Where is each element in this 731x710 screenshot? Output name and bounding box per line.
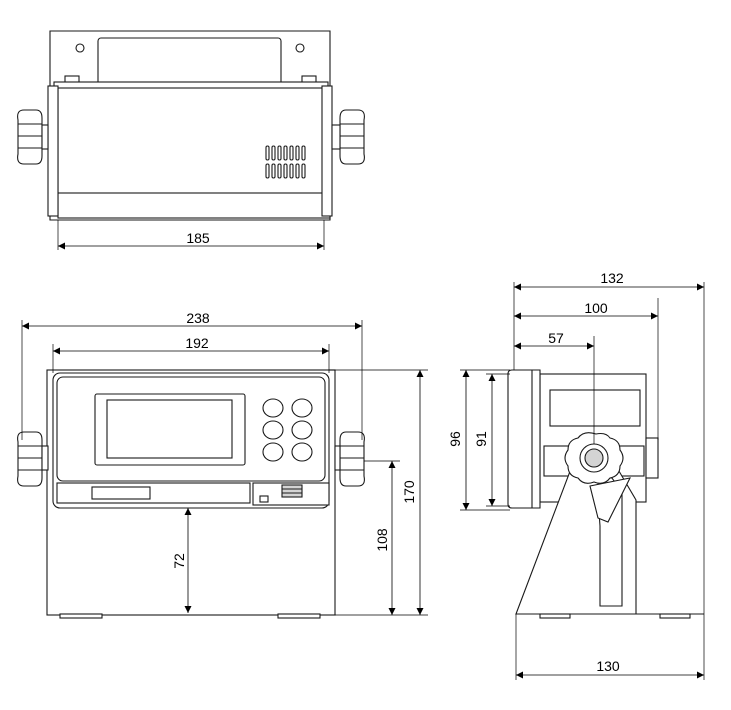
key-1 xyxy=(262,398,284,418)
dim-side-depth-57: 57 xyxy=(514,330,595,444)
vent-slot xyxy=(295,145,300,161)
side-view xyxy=(507,369,704,619)
vent-slot xyxy=(265,145,270,161)
dim-text-185: 185 xyxy=(186,230,210,246)
dim-front-knob-height: 108 xyxy=(335,460,400,616)
dim-side-depth-100: 100 xyxy=(514,298,659,440)
dim-side-base-depth: 130 xyxy=(515,614,705,680)
top-vent-grille xyxy=(265,145,306,179)
dim-text-91: 91 xyxy=(473,431,489,447)
vent-slot xyxy=(271,163,276,179)
vent-slot xyxy=(301,163,306,179)
front-foot-left xyxy=(59,613,103,619)
vent-slot xyxy=(277,163,282,179)
dim-text-238: 238 xyxy=(186,310,210,326)
front-led xyxy=(259,495,269,503)
key-6 xyxy=(291,442,313,462)
dim-text-96: 96 xyxy=(447,431,463,447)
vent-slot xyxy=(283,145,288,161)
top-housing xyxy=(57,85,325,195)
side-front-bezel xyxy=(507,369,541,509)
front-lower-strip xyxy=(56,482,251,504)
top-mount-hole-left xyxy=(75,43,85,53)
side-knob xyxy=(564,432,624,484)
dim-text-100: 100 xyxy=(584,300,608,316)
vent-slot xyxy=(289,145,294,161)
top-side-arm-left xyxy=(47,85,59,217)
vent-slot xyxy=(277,145,282,161)
vent-slot xyxy=(289,163,294,179)
front-port-grille xyxy=(281,484,303,498)
dim-side-face-height-96: 96 xyxy=(447,369,510,511)
key-4 xyxy=(291,420,313,440)
dim-front-lower-height: 72 xyxy=(171,508,192,613)
side-foot-right xyxy=(659,613,691,619)
top-knob-right xyxy=(331,109,365,165)
top-side-arm-right xyxy=(321,85,333,217)
top-view xyxy=(17,30,365,221)
display-screen xyxy=(106,399,233,459)
key-5 xyxy=(262,442,284,462)
front-label-slot xyxy=(91,486,151,500)
front-foot-right xyxy=(277,613,321,619)
dim-side-depth-overall: 132 xyxy=(513,270,705,614)
front-view xyxy=(17,369,365,619)
dim-text-130: 130 xyxy=(596,658,620,674)
key-3 xyxy=(262,420,284,440)
vent-slot xyxy=(271,145,276,161)
side-housing-panel xyxy=(549,389,641,427)
dim-text-72: 72 xyxy=(171,553,187,569)
vent-slot xyxy=(283,163,288,179)
side-rear-connector xyxy=(645,437,659,479)
front-knob-left xyxy=(17,431,49,487)
dim-side-face-height-91: 91 xyxy=(473,373,510,507)
top-housing-lip xyxy=(53,81,329,89)
side-stand-rib xyxy=(589,477,631,523)
dim-top-width: 185 xyxy=(57,220,325,250)
top-knob-left xyxy=(17,109,49,165)
side-foot-left xyxy=(539,613,571,619)
vent-slot xyxy=(295,163,300,179)
dim-text-108: 108 xyxy=(374,528,390,552)
dim-front-overall-width: 238 xyxy=(21,310,363,440)
front-knob-right xyxy=(334,431,365,487)
vent-slot xyxy=(301,145,306,161)
dim-text-132: 132 xyxy=(600,270,624,286)
dim-front-total-height: 170 xyxy=(329,369,428,616)
top-mount-hole-right xyxy=(295,43,305,53)
dim-front-inner-width: 192 xyxy=(52,335,330,373)
dim-text-57: 57 xyxy=(548,330,564,346)
dim-text-192: 192 xyxy=(185,335,209,351)
top-front-bezel xyxy=(57,192,331,219)
key-2 xyxy=(291,398,313,418)
dim-text-170: 170 xyxy=(401,480,417,504)
vent-slot xyxy=(265,163,270,179)
